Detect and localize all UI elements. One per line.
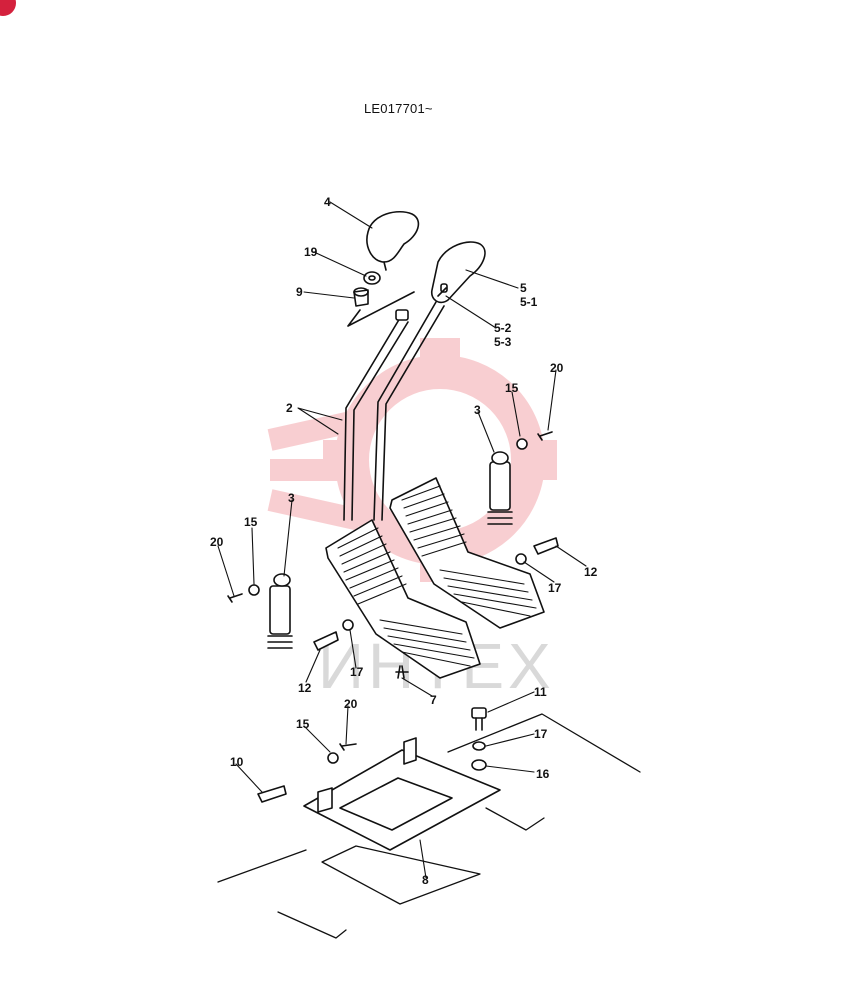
callout-3: 3 [474,403,481,417]
base-plate-part-8 [303,737,501,851]
callout-11: 11 [534,685,547,699]
callout-16: 16 [536,767,550,781]
callout-20: 20 [550,361,564,375]
corner-badge [0,0,16,16]
bushing-part-9 [353,287,369,307]
bolt-part-10 [257,785,287,803]
callout-3: 3 [288,491,295,505]
damper-right-part-3 [487,451,513,525]
knob-part-4 [366,210,420,271]
callout-12: 12 [584,565,598,579]
callout-15: 15 [244,515,258,529]
spacer-line [347,291,415,327]
callout-20: 20 [344,697,358,711]
leader-lines [217,201,587,879]
callout-17: 17 [548,581,562,595]
pedal-right [389,477,545,629]
callout-15: 15 [505,381,519,395]
callout-2: 2 [286,401,293,415]
callout-10: 10 [230,755,244,769]
cotter-pin-part-20 [227,431,553,751]
callout-labels: 4 19 9 5 5-1 5-2 5-3 20 15 3 2 3 15 20 1… [210,195,598,887]
nut-part-15 [248,438,528,764]
callout-5-3: 5-3 [494,335,512,349]
washer-part-17 [342,553,527,751]
callout-8: 8 [422,873,429,887]
lever-rods-part-2 [343,301,445,521]
callout-9: 9 [296,285,303,299]
callout-17: 17 [534,727,548,741]
callout-19: 19 [304,245,318,259]
callout-4: 4 [324,195,331,209]
pedal-left [325,519,481,679]
spring-part-7 [395,665,409,679]
callout-5-2: 5-2 [494,321,512,335]
bolt-part-11 [471,707,487,731]
damper-left-part-3 [267,573,293,649]
callout-15: 15 [296,717,310,731]
bolt-part-12 [313,537,559,651]
callout-5-1: 5-1 [520,295,538,309]
lever-knob-part-5 [430,241,486,304]
callout-5: 5 [520,281,527,295]
nut-part-16 [471,759,487,771]
callout-17: 17 [350,665,364,679]
callout-12: 12 [298,681,312,695]
callout-20: 20 [210,535,224,549]
callout-7: 7 [430,693,437,707]
nut-part-19 [363,271,381,285]
serial-range-label: LE017701~ [364,101,433,116]
floor-outline [217,713,641,939]
